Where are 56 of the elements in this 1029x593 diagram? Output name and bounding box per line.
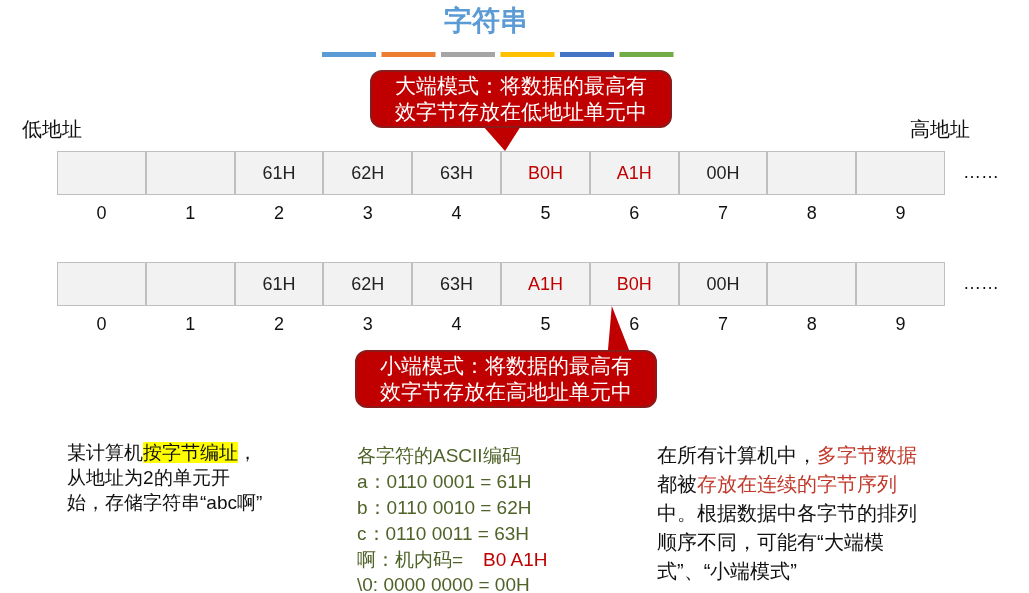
- address-number: 4: [451, 203, 462, 224]
- address-number: 3: [362, 203, 373, 224]
- memory-cell: 61H: [234, 262, 324, 306]
- memory-cell: 61H: [234, 151, 324, 195]
- address-number: 1: [185, 203, 196, 224]
- code-line: a：0110 0001 = 61H: [357, 470, 532, 494]
- memory-cell: [856, 151, 945, 195]
- address-number: 0: [96, 314, 107, 335]
- memory-cell: [145, 151, 235, 195]
- memory-cell: 00H: [678, 151, 768, 195]
- memory-cell: B0H: [589, 262, 679, 306]
- title: 字符串: [444, 4, 528, 38]
- address-number: 2: [274, 314, 284, 335]
- description-text: 某计算机按字节编址，从地址为2的单元开始，存储字符串“abc啊”: [67, 441, 264, 515]
- ellipsis: ……: [963, 161, 999, 184]
- memory-cell: [145, 262, 235, 306]
- address-label: 低地址: [22, 117, 82, 141]
- memory-cell: 62H: [323, 262, 413, 306]
- callout-pointer: [607, 306, 630, 352]
- address-number: 6: [629, 314, 640, 335]
- code-line: c：0110 0011 = 63H: [357, 522, 529, 546]
- code-value: B0 A1H: [483, 548, 548, 572]
- address-label: 高地址: [910, 117, 970, 141]
- address-number: 9: [895, 314, 906, 335]
- address-number: 8: [806, 203, 817, 224]
- memory-cell: [856, 262, 945, 306]
- memory-cell: B0H: [501, 151, 590, 195]
- memory-cell: A1H: [501, 262, 590, 306]
- address-number: 1: [185, 314, 196, 335]
- address-number: 6: [629, 203, 640, 224]
- address-number: 3: [362, 314, 373, 335]
- address-number: 5: [540, 203, 551, 224]
- address-number: 7: [718, 203, 728, 224]
- memory-cell: 63H: [412, 262, 501, 306]
- callout-bubble: 小端模式：将数据的最高有效字节存放在高地址单元中: [355, 350, 657, 408]
- ellipsis: ……: [963, 272, 999, 295]
- memory-cell: A1H: [589, 151, 679, 195]
- code-line: 啊：机内码=: [357, 548, 464, 572]
- address-number: 4: [451, 314, 462, 335]
- address-number: 0: [96, 203, 107, 224]
- address-number: 7: [718, 314, 728, 335]
- memory-cell: [767, 262, 857, 306]
- memory-cell: 00H: [678, 262, 768, 306]
- code-line: \0: 0000 0000 = 00H: [357, 573, 530, 593]
- memory-cell: [767, 151, 857, 195]
- code-line: b：0110 0010 = 62H: [357, 496, 532, 520]
- code-heading: 各字符的ASCII编码: [357, 444, 521, 468]
- memory-cell: [57, 151, 146, 195]
- address-number: 9: [895, 203, 906, 224]
- address-number: 5: [540, 314, 551, 335]
- address-number: 2: [274, 203, 284, 224]
- address-number: 8: [806, 314, 817, 335]
- memory-cell: 63H: [412, 151, 501, 195]
- description-text: 在所有计算机中，多字节数据都被存放在连续的字节序列中。根据数据中各字节的排列顺序不同，可能有“大端模式”、“小端模式”: [657, 443, 918, 584]
- memory-cell: [57, 262, 146, 306]
- memory-cell: 62H: [323, 151, 413, 195]
